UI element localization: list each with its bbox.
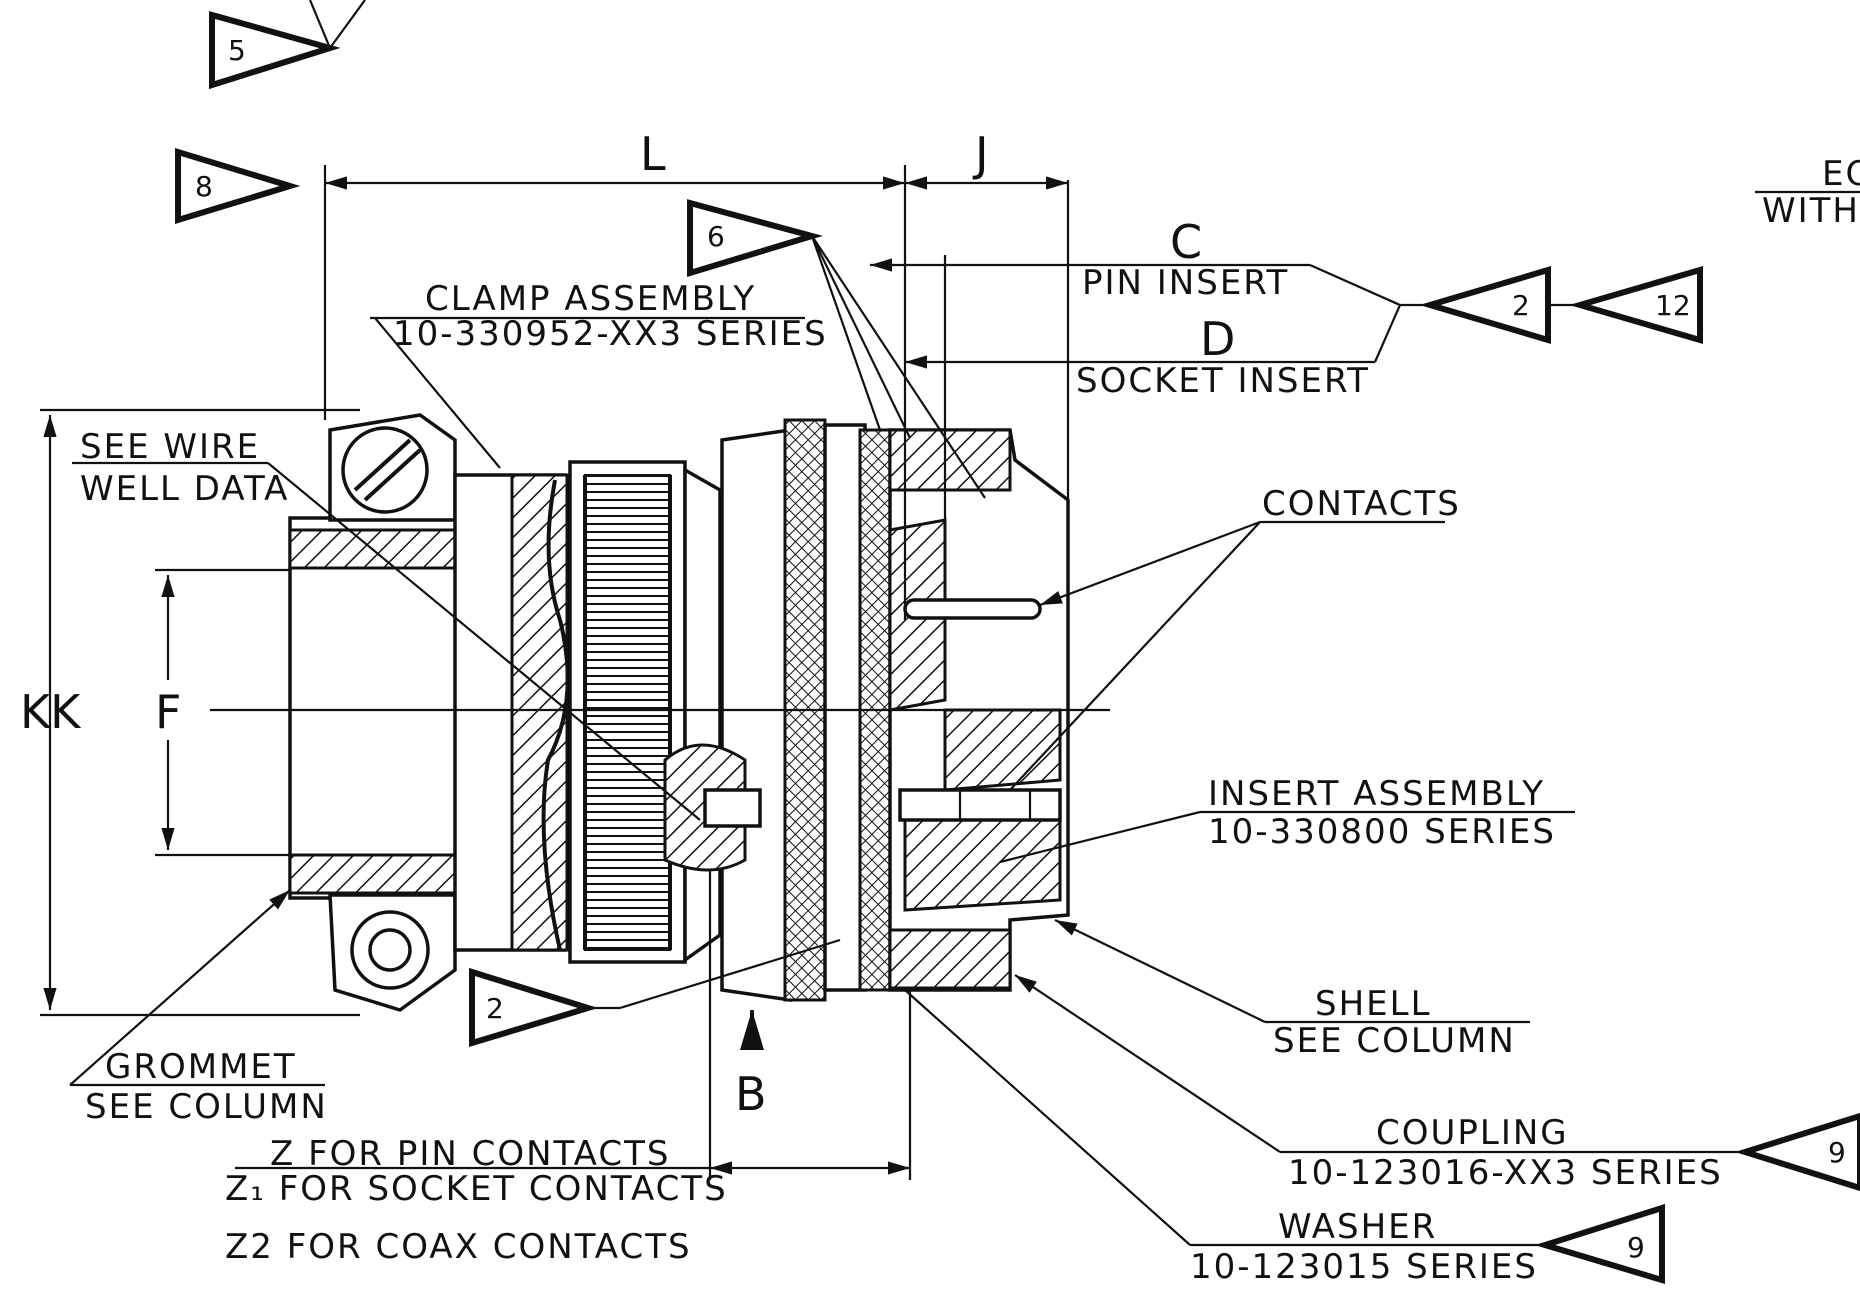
insert-assembly-series: 10-330800 SERIES	[1208, 812, 1556, 852]
contacts-label: CONTACTS	[1262, 484, 1461, 524]
callout-9-right-text: 9	[1828, 1136, 1846, 1169]
dim-KK: KK	[20, 685, 82, 739]
callout-9-bottom-text: 9	[1627, 1231, 1645, 1264]
insert-lower-section	[903, 818, 1062, 912]
section-B-label: B	[735, 1067, 767, 1121]
part-labels: CLAMP ASSEMBLY 10-330952-XX3 SERIES SEE …	[69, 154, 1860, 1287]
callout-8-text: 8	[195, 170, 213, 203]
callout-12-text: 12	[1655, 289, 1691, 322]
clamp-assembly-series: 10-330952-XX3 SERIES	[393, 314, 828, 354]
callout-6-text: 6	[707, 220, 725, 253]
grommet-sub: SEE COLUMN	[85, 1087, 328, 1127]
socket-insert-label: SOCKET INSERT	[1076, 361, 1370, 401]
washer-title: WASHER	[1278, 1207, 1437, 1247]
shell-title: SHELL	[1315, 984, 1432, 1024]
clamp-screw-top	[341, 426, 429, 514]
dimensions: L J C PIN INSERT D SOCKET INSERT KK F	[20, 127, 1430, 1267]
callout-triangle-9-bottom	[1534, 1203, 1665, 1285]
z2-coax-label: Z2 FOR COAX CONTACTS	[225, 1227, 692, 1267]
see-wire-label: SEE WIRE	[80, 427, 260, 467]
callout-triangle-6	[687, 199, 823, 278]
callout-2-bottom-text: 2	[486, 992, 504, 1025]
callout-2-right-text: 2	[1512, 289, 1530, 322]
callouts: 5 8 6 2 12 2 9 9	[175, 0, 1860, 1285]
z-pin-label: Z FOR PIN CONTACTS	[270, 1134, 670, 1174]
dim-J: J	[972, 127, 989, 181]
callout-triangle-12	[1569, 266, 1703, 344]
insert-contact-slot	[898, 788, 1062, 822]
contact-pin	[903, 598, 1042, 620]
z1-socket-label: Z₁ FOR SOCKET CONTACTS	[225, 1169, 728, 1209]
dim-F: F	[155, 685, 181, 739]
connector-body	[288, 413, 1070, 1012]
coupling-sleeve	[720, 427, 792, 1003]
callout-triangle-2-right	[1419, 265, 1551, 345]
dim-C: C	[1170, 215, 1202, 269]
washer-series: 10-123015 SERIES	[1190, 1247, 1538, 1287]
callout-5-text: 5	[228, 34, 246, 67]
pin-insert-label: PIN INSERT	[1082, 263, 1289, 303]
clamp-assembly-title: CLAMP ASSEMBLY	[425, 279, 756, 319]
insert-assembly-title: INSERT ASSEMBLY	[1208, 774, 1545, 814]
callout-triangle-9-right	[1734, 1112, 1860, 1192]
well-data-label: WELL DATA	[80, 469, 289, 509]
coupling-title: COUPLING	[1376, 1113, 1569, 1153]
coupling-series: 10-123016-XX3 SERIES	[1288, 1153, 1723, 1193]
eq-partial-text: EQ	[1822, 154, 1860, 194]
dim-D: D	[1200, 312, 1235, 366]
insert-upper-section	[943, 708, 1062, 792]
callout-triangle-2-bottom	[469, 967, 599, 1048]
callout-triangle-5	[209, 11, 341, 90]
callout-triangle-8	[175, 147, 301, 225]
withi-partial-text: WITHI	[1762, 191, 1860, 231]
clamp-ring-section	[510, 473, 569, 952]
shell-sub: SEE COLUMN	[1273, 1021, 1516, 1061]
grommet-title: GROMMET	[105, 1047, 297, 1087]
dim-L: L	[640, 127, 666, 181]
